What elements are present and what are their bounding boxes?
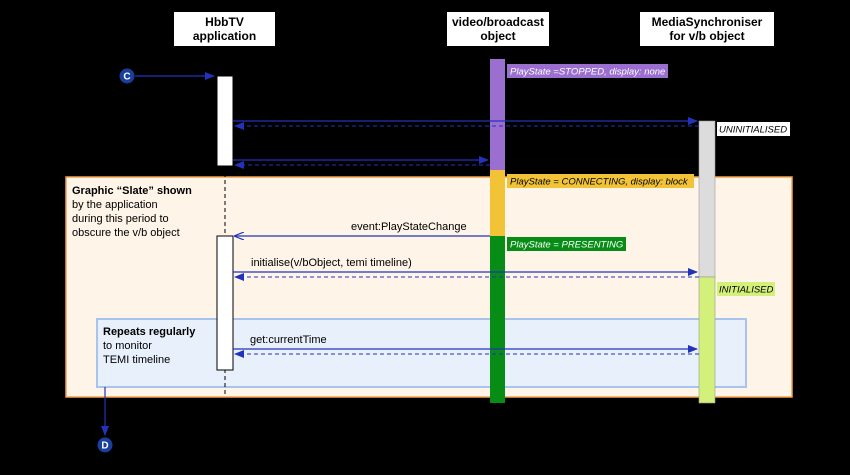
- slate-title: Graphic “Slate” shown: [72, 185, 192, 197]
- participant-ms-line1: MediaSynchroniser: [652, 15, 763, 29]
- repeat-line-1: to monitor: [103, 340, 152, 352]
- state-initialised-text: INITIALISED: [719, 285, 774, 296]
- state-label-presenting: PlayState = PRESENTING: [507, 237, 626, 251]
- connector-start-label: C: [123, 72, 130, 83]
- state-label-stopped: PlayState =STOPPED, display: none: [507, 64, 668, 78]
- participant-hbbtv-app: HbbTV application: [174, 12, 275, 46]
- msg-event-label: event:PlayStateChange: [351, 221, 467, 233]
- vb-state-presenting-bar: [490, 236, 505, 403]
- slate-line-2: during this period to: [72, 213, 169, 225]
- connector-end-label: D: [101, 441, 108, 452]
- state-uninitialised-text: UNINITIALISED: [719, 125, 787, 136]
- connector-start: [119, 68, 135, 84]
- msg-initialise-label: initialise(v/bObject, temi timeline): [251, 257, 412, 269]
- repeat-region: [96, 318, 747, 388]
- app-activation-1: [216, 75, 234, 167]
- repeat-title: Repeats regularly: [103, 326, 196, 338]
- participant-video-broadcast: video/broadcast object: [447, 12, 549, 46]
- state-connecting-text: PlayState = CONNECTING, display: block: [510, 177, 689, 188]
- participant-vb-line1: video/broadcast: [452, 15, 544, 29]
- participant-ms-line2: for v/b object: [669, 29, 744, 43]
- ms-state-uninit-bar: [698, 120, 716, 278]
- state-label-initialised: INITIALISED: [717, 282, 775, 296]
- participant-vb-line2: object: [480, 29, 515, 43]
- slate-line-3: obscure the v/b object: [72, 227, 180, 239]
- participant-media-synchroniser: MediaSynchroniser for v/b object: [640, 12, 774, 46]
- repeat-line-2: TEMI timeline: [103, 354, 170, 366]
- participant-app-line2: application: [193, 29, 256, 43]
- state-presenting-text: PlayState = PRESENTING: [510, 240, 623, 251]
- app-activation-2: [216, 235, 234, 371]
- ms-state-init-bar: [698, 276, 716, 404]
- vb-state-stopped-bar: [490, 59, 505, 170]
- connector-end: [97, 437, 113, 453]
- state-label-uninitialised: UNINITIALISED: [717, 122, 790, 136]
- slate-line-1: by the application: [72, 199, 158, 211]
- participant-app-line1: HbbTV: [205, 15, 244, 29]
- state-label-connecting: PlayState = CONNECTING, display: block: [507, 174, 694, 188]
- state-stopped-text: PlayState =STOPPED, display: none: [510, 67, 665, 78]
- vb-state-connecting-bar: [490, 170, 505, 236]
- msg-get-time-label: get:currentTime: [250, 334, 327, 346]
